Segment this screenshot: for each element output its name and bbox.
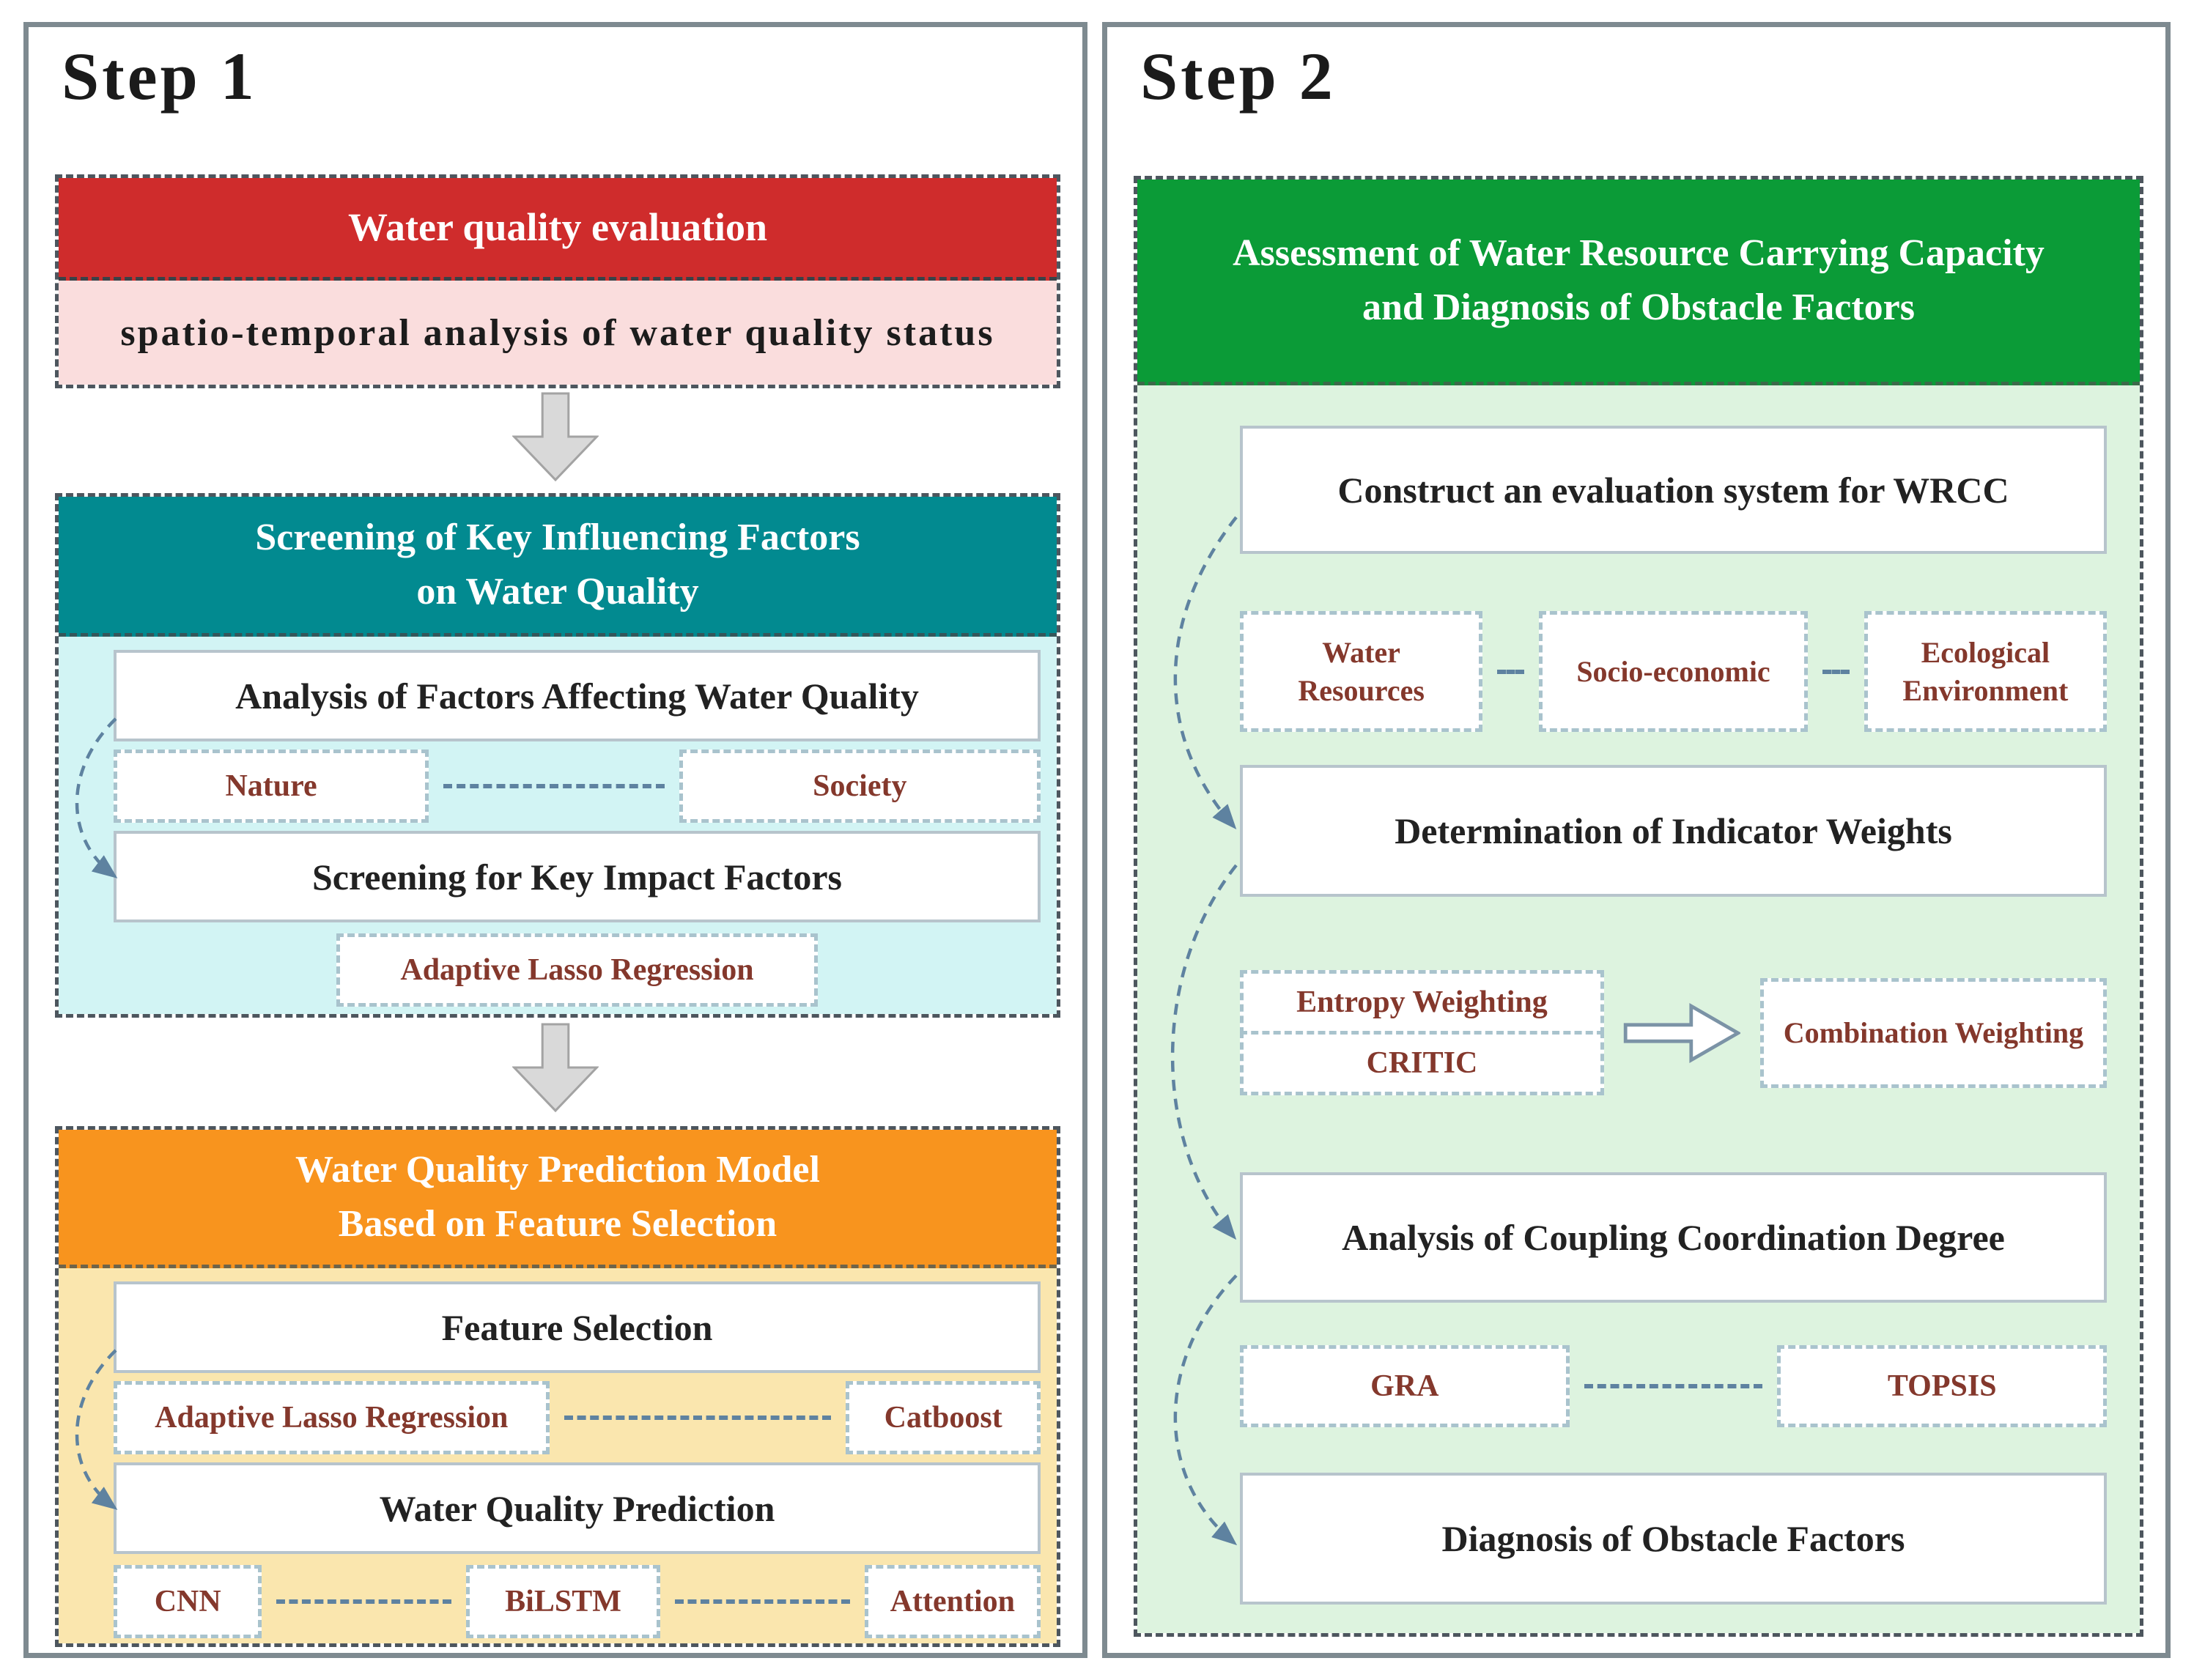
dashed-connector [1822,669,1850,674]
weighting-methods-stack: Entropy Weighting CRITIC [1240,970,1604,1095]
prediction-block: Water Quality Prediction Model Based on … [55,1126,1060,1647]
diagnosis-box: Diagnosis of Obstacle Factors [1240,1473,2107,1605]
topsis-tag: TOPSIS [1777,1345,2107,1427]
ecological-environment-tag: Ecological Environment [1864,611,2107,732]
screening-header-label: Screening of Key Influencing Factors on … [255,517,860,613]
catboost-tag: Catboost [846,1381,1041,1454]
evaluation-header: Water quality evaluation [59,178,1057,281]
evaluation-header-label: Water quality evaluation [347,205,768,250]
weights-box: Determination of Indicator Weights [1240,765,2107,897]
screening-header: Screening of Key Influencing Factors on … [59,497,1057,637]
down-arrow-icon [512,392,599,481]
lasso-row: Adaptive Lasso Regression [114,933,1041,1007]
dashed-connector [1584,1384,1763,1388]
factor-tags-row: Nature Society [114,750,1041,823]
dashed-connector [675,1599,850,1604]
cnn-tag: CNN [114,1565,262,1638]
socio-economic-tag: Socio-economic [1539,611,1808,732]
screening-block: Screening of Key Influencing Factors on … [55,493,1060,1018]
gra-tag: GRA [1240,1345,1570,1427]
adaptive-lasso-tag: Adaptive Lasso Regression [114,1381,550,1454]
bilstm-tag: BiLSTM [465,1565,661,1638]
step1-panel: Step 1 Water quality evaluation spatio-t… [23,22,1087,1658]
construct-box: Construct an evaluation system for WRCC [1240,426,2107,554]
step2-panel: Step 2 Assessment of Water Resource Carr… [1102,22,2171,1658]
society-tag: Society [679,750,1041,823]
coupling-box: Analysis of Coupling Coordination Degree [1240,1172,2107,1303]
step2-title: Step 2 [1140,39,1336,114]
dashed-connector [276,1599,451,1604]
dashed-connector [443,784,665,788]
water-resources-tag: Water Resources [1240,611,1483,732]
evaluation-block: Water quality evaluation spatio-temporal… [55,174,1060,388]
adaptive-lasso-tag: Adaptive Lasso Regression [336,933,819,1007]
screening-box: Screening for Key Impact Factors [114,831,1041,922]
feature-method-row: Adaptive Lasso Regression Catboost [114,1381,1041,1454]
assessment-header: Assessment of Water Resource Carrying Ca… [1137,180,2140,385]
screening-body: Analysis of Factors Affecting Water Qual… [59,637,1057,1014]
evaluation-subtitle: spatio-temporal analysis of water qualit… [59,281,1057,385]
dashed-connector [1497,669,1525,674]
feature-selection-box: Feature Selection [114,1281,1041,1373]
nature-tag: Nature [114,750,429,823]
assessment-body: Construct an evaluation system for WRCC … [1137,385,2140,1633]
dimension-tags-row: Water Resources Socio-economic Ecologica… [1240,611,2107,732]
weighting-row: Entropy Weighting CRITIC Combination Wei… [1240,970,2107,1095]
dashed-connector [564,1416,832,1420]
step1-title: Step 1 [62,39,257,114]
entropy-weighting-tag: Entropy Weighting [1240,970,1604,1035]
combination-weighting-tag: Combination Weighting [1759,977,2107,1088]
critic-tag: CRITIC [1240,1031,1604,1095]
assessment-header-label: Assessment of Water Resource Carrying Ca… [1233,232,2045,328]
model-tags-row: CNN BiLSTM Attention [114,1565,1041,1638]
curved-arrows-icon [1170,516,1238,1546]
assessment-block: Assessment of Water Resource Carrying Ca… [1134,176,2143,1637]
prediction-header: Water Quality Prediction Model Based on … [59,1130,1057,1268]
analysis-box: Analysis of Factors Affecting Water Qual… [114,650,1041,741]
down-arrow-icon [512,1023,599,1112]
water-quality-prediction-box: Water Quality Prediction [114,1462,1041,1554]
prediction-header-label: Water Quality Prediction Model Based on … [295,1149,820,1245]
prediction-body: Feature Selection Adaptive Lasso Regress… [59,1268,1057,1643]
coupling-methods-row: GRA TOPSIS [1240,1345,2107,1427]
attention-tag: Attention [864,1565,1041,1638]
right-arrow-icon [1604,998,1760,1068]
